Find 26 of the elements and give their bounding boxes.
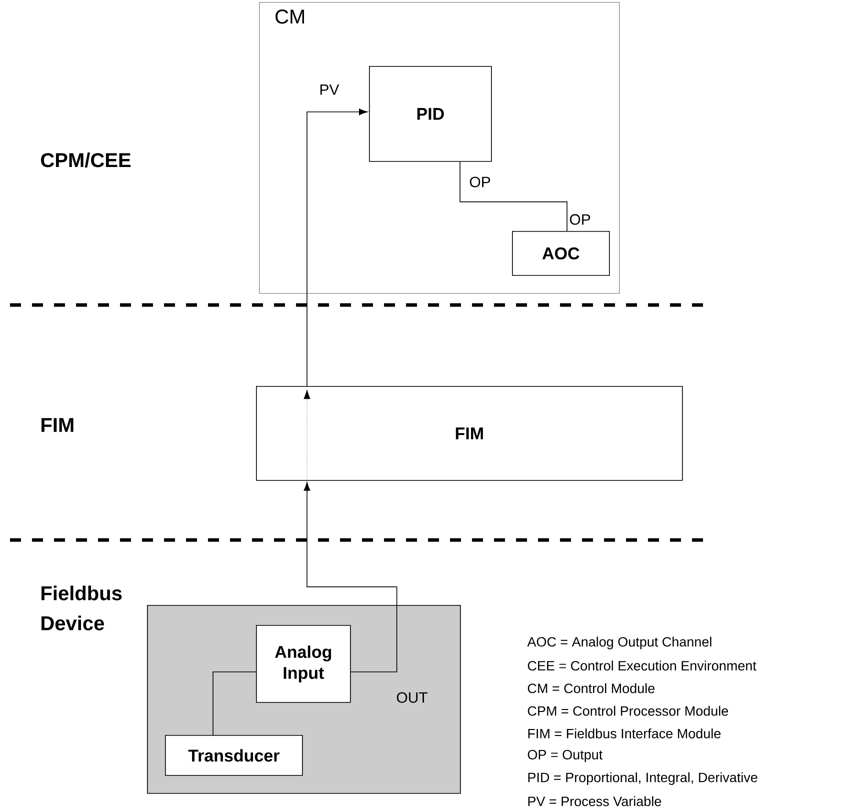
connector xyxy=(306,108,368,386)
edge-label: OP xyxy=(470,176,490,188)
side-label: FIM xyxy=(42,418,74,432)
abbreviation-note: FIM = Fieldbus Interface Module xyxy=(528,728,721,738)
abbreviation-note: PV = Process Variable xyxy=(528,796,662,806)
process-box: Transducer xyxy=(165,735,303,776)
process-box: AOC xyxy=(512,231,610,276)
process-box: Analog Input xyxy=(256,625,351,703)
process-box: FIM xyxy=(256,386,683,481)
abbreviation-note: CPM = Control Processor Module xyxy=(528,706,728,716)
abbreviation-note: AOC = Analog Output Channel xyxy=(527,636,712,650)
connector xyxy=(304,482,398,672)
side-label: Fieldbus Device xyxy=(42,586,122,630)
edge-label: PV xyxy=(320,84,340,95)
connector xyxy=(212,672,256,736)
abbreviation-note: CM = Control Module xyxy=(528,683,655,694)
edge-label: OUT xyxy=(396,692,428,703)
side-label: CPM/CEE xyxy=(41,152,131,168)
node-label: CM xyxy=(276,10,304,24)
module-box xyxy=(259,2,620,294)
abbreviation-note: CEE = Control Execution Environment xyxy=(528,660,756,671)
port-label: OP xyxy=(570,214,590,225)
connector xyxy=(460,161,568,232)
process-box: PID xyxy=(369,66,492,162)
abbreviation-note: OP = Output xyxy=(528,750,603,762)
abbreviation-note: PID = Proportional, Integral, Derivative xyxy=(528,772,758,785)
